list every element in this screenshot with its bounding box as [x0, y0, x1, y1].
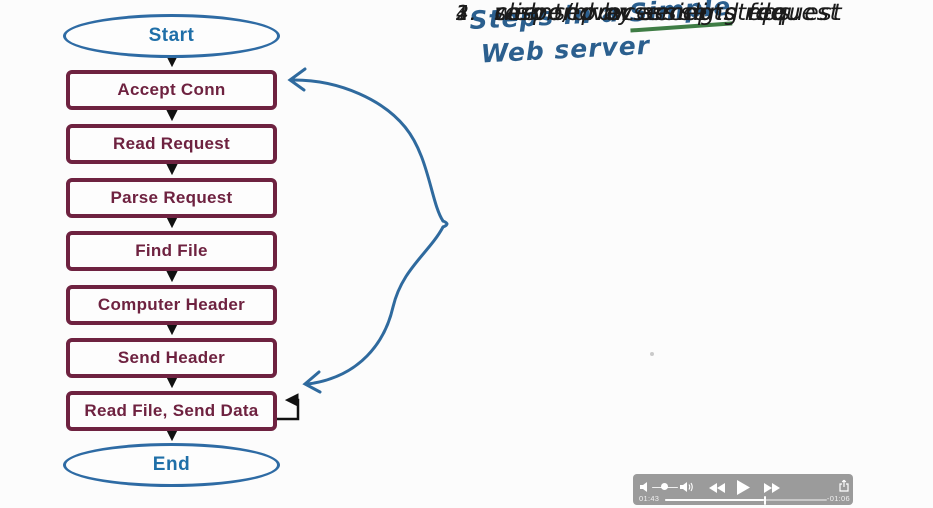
flow-step-read-file-send-data: Read File, Send Data — [66, 391, 277, 431]
flow-step-label: Read File, Send Data — [84, 401, 259, 420]
volume-slider-knob[interactable] — [661, 483, 668, 490]
stray-ink-dot — [650, 352, 654, 356]
notes-title-suffix: Web server — [470, 30, 651, 69]
flow-end-label: End — [152, 454, 191, 475]
list-item-number: 4. — [456, 1, 478, 25]
flow-step-label: Computer Header — [97, 295, 246, 314]
flow-step-find-file: Find File — [66, 231, 277, 271]
list-item: 4. respond by sending file — [456, 0, 787, 26]
share-icon[interactable] — [839, 479, 849, 492]
flow-step-send-header: Send Header — [66, 338, 277, 378]
flow-step-read-request: Read Request — [66, 124, 277, 164]
list-item-number: 2. — [456, 1, 478, 25]
volume-max-icon[interactable] — [680, 481, 693, 493]
notes-to-flowchart-arrow-icon — [287, 67, 449, 394]
rewind-icon[interactable] — [709, 483, 725, 493]
flow-step-label: Send Header — [117, 348, 226, 367]
flow-step-parse-request: Parse Request — [66, 178, 277, 218]
flow-step-label: Find File — [135, 241, 208, 260]
fast-forward-icon[interactable] — [764, 483, 780, 493]
volume-min-icon[interactable] — [640, 482, 648, 492]
seek-scrubber[interactable] — [763, 495, 766, 505]
list-item-number: 3. — [456, 1, 478, 25]
list-item-text: server processing steps — [494, 0, 791, 26]
list-item-text: web server accepts request — [494, 0, 840, 26]
flow-start-label: Start — [148, 25, 195, 46]
flow-step-label: Accept Conn — [117, 80, 226, 99]
flow-step-accept-conn: Accept Conn — [66, 70, 277, 110]
flow-step-computer-header: Computer Header — [66, 285, 277, 325]
flow-start-terminal: Start — [63, 14, 280, 58]
list-item: 2. web server accepts request — [456, 0, 840, 26]
list-item: 3. server processing steps — [456, 0, 791, 26]
list-item-text: client/browser send request — [494, 0, 843, 26]
self-loop-arrow-icon — [277, 393, 300, 421]
list-item-number: 1. — [456, 1, 478, 25]
seek-bar[interactable] — [665, 495, 827, 505]
flow-step-label: Read Request — [113, 134, 230, 153]
play-icon[interactable] — [737, 480, 750, 495]
list-item-text: respond by sending file — [494, 0, 787, 26]
video-player-controls[interactable]: 01:43 -01:06 — [633, 474, 853, 505]
flow-step-label: Parse Request — [110, 188, 233, 207]
remaining-time: -01:06 — [826, 494, 850, 503]
list-item: 1. client/browser send request — [456, 0, 843, 26]
flow-end-terminal: End — [63, 443, 280, 487]
seek-bar-played — [665, 499, 764, 501]
elapsed-time: 01:43 — [639, 494, 660, 503]
